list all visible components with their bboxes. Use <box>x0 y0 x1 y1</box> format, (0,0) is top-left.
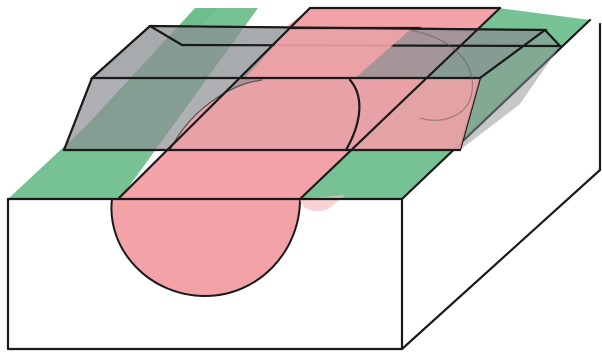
diagram-canvas <box>0 0 602 356</box>
isometric-cross-section-figure <box>0 0 602 356</box>
